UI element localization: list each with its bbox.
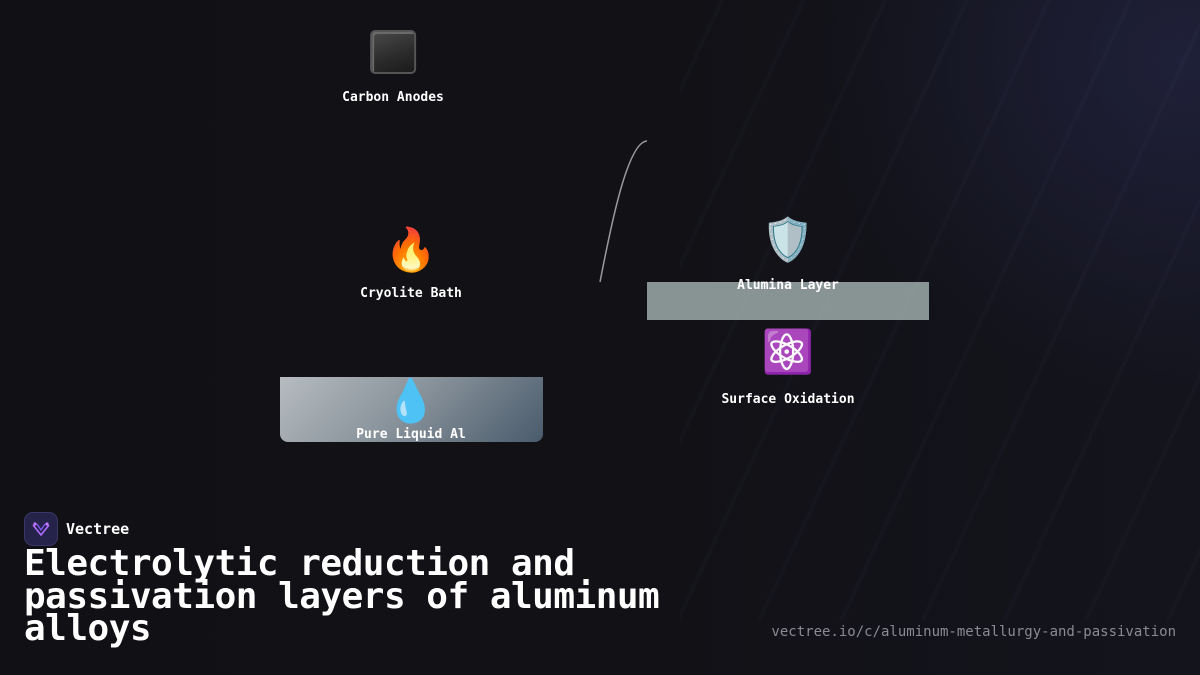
node-label: Alumina Layer (737, 278, 839, 293)
brand: Vectree (24, 512, 129, 546)
atom-icon: ⚛️ (761, 327, 815, 376)
node-cryolite-bath[interactable]: 🔥 Cryolite Bath (360, 224, 462, 301)
node-alumina-layer[interactable]: 🛡️ Alumina Layer (737, 214, 839, 293)
black-square-icon (370, 30, 416, 74)
fire-icon: 🔥 (384, 225, 438, 274)
node-label: Carbon Anodes (342, 90, 444, 105)
brand-name: Vectree (66, 520, 130, 538)
node-label: Cryolite Bath (360, 286, 462, 301)
edge-connector (599, 140, 648, 283)
source-url[interactable]: vectree.io/c/aluminum-metallurgy-and-pas… (771, 624, 1176, 640)
vectree-logo-icon (24, 512, 58, 546)
node-label: Pure Liquid Al (356, 427, 466, 442)
page-title: Electrolytic reduction and passivation l… (24, 543, 660, 649)
node-label: Surface Oxidation (721, 392, 855, 407)
droplet-icon: 💧 (384, 376, 438, 425)
node-carbon-anodes[interactable]: Carbon Anodes (342, 26, 444, 105)
pure-liquid-al-panel (280, 377, 543, 442)
node-surface-oxidation[interactable]: ⚛️ Surface Oxidation (721, 326, 854, 407)
shield-icon: 🛡️ (761, 215, 815, 264)
alumina-layer-panel (647, 282, 929, 320)
node-pure-liquid-al[interactable]: 💧 Pure Liquid Al (356, 375, 466, 442)
